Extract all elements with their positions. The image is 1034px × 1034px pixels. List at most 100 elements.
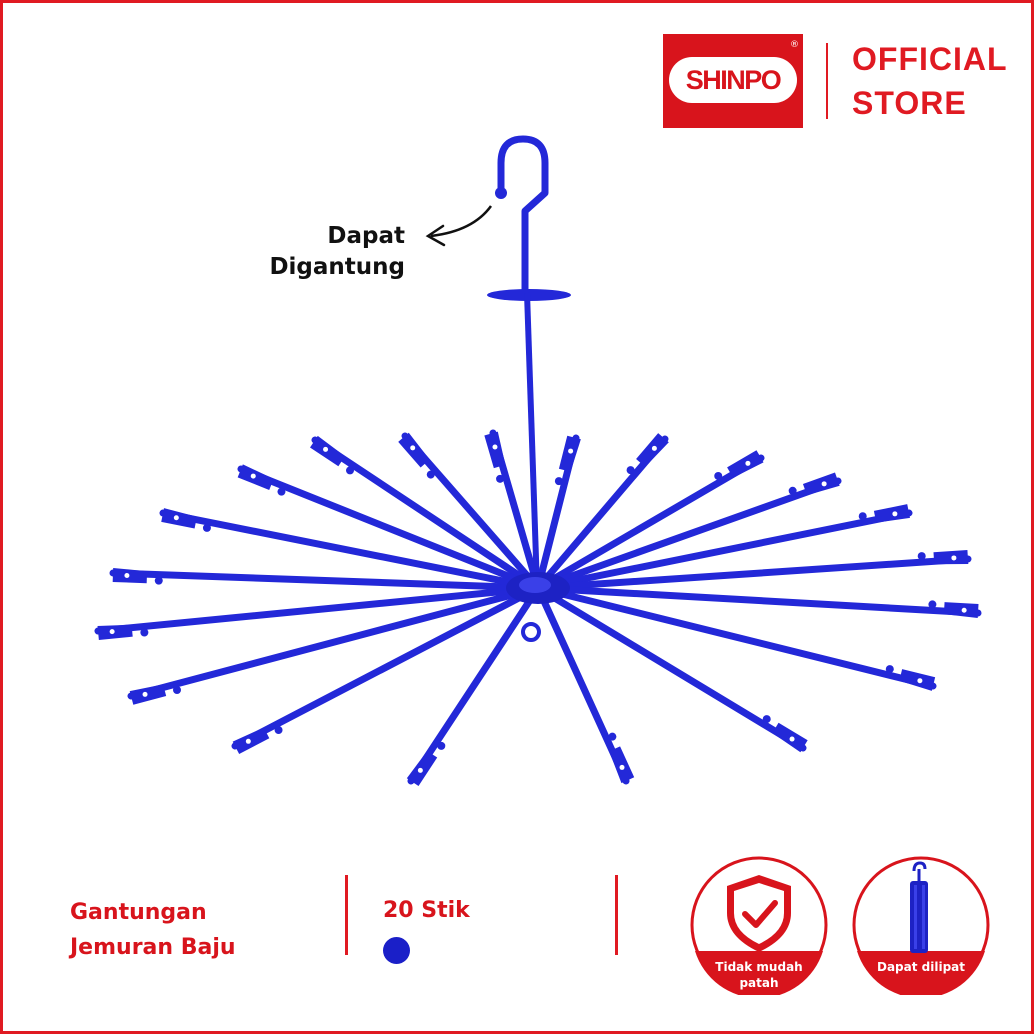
peg-hole (245, 738, 251, 744)
peg-clip (873, 504, 910, 523)
peg-hole (745, 460, 751, 466)
hanger-arm (534, 584, 630, 785)
peg-hole (410, 445, 416, 451)
callout-arrow-head (425, 224, 446, 247)
peg-knob (140, 628, 149, 637)
peg-hole (109, 629, 115, 635)
peg-hole (323, 446, 329, 452)
peg-knob (554, 477, 563, 486)
hanger-arm (534, 555, 972, 592)
hanger-arm (159, 509, 542, 592)
hanger-arm (127, 584, 542, 700)
arms-group (94, 429, 982, 786)
peg-knob (346, 466, 355, 475)
peg-knob (885, 665, 894, 674)
bottom-divider-1 (345, 875, 348, 955)
peg-knob (762, 715, 771, 724)
peg-knob (173, 686, 182, 695)
store-label: STORE (852, 85, 967, 121)
peg-clip (97, 624, 133, 640)
peg-clip (398, 432, 430, 468)
folded-hanger-icon (910, 861, 928, 953)
callout-line-2: Digantung (269, 254, 405, 280)
official-label: OFFICIAL (852, 41, 1008, 77)
hub-ring (521, 622, 541, 642)
peg-knob (274, 726, 283, 735)
badge-circle (852, 856, 990, 999)
peg-clip (558, 435, 581, 472)
shield-check-icon (727, 875, 791, 952)
peg-knob (858, 512, 867, 521)
hanger-arm (237, 465, 542, 592)
hanger-illustration (94, 135, 982, 786)
badge-circle (690, 856, 828, 999)
peg-hole (821, 481, 827, 487)
registered-mark: ® (790, 40, 799, 50)
shinpo-logo: SHINPO ® (663, 34, 803, 128)
peg-knob (426, 470, 435, 479)
feature-label-1: Dapat dilipat (876, 960, 965, 974)
hanger-arm (534, 584, 937, 690)
peg-clip (237, 464, 274, 490)
hanger-arm (407, 584, 542, 785)
peg-knob (788, 486, 797, 495)
peg-hole (250, 473, 256, 479)
hub-cap (519, 577, 551, 593)
peg-hole (789, 736, 795, 742)
feature-label-2: patah (739, 976, 779, 990)
peg-clip (609, 746, 635, 784)
callout-arrow-curve (430, 205, 493, 238)
feature-badge-foldable: Dapat dilipat (851, 855, 991, 999)
product-name-line-1: Gantungan (70, 900, 207, 925)
peg-hole (568, 448, 574, 454)
peg-clip (899, 669, 936, 691)
hanger-arm (231, 584, 542, 750)
hanger-arm (534, 477, 842, 592)
hanger-arm (534, 584, 807, 752)
peg-hole (917, 678, 923, 684)
product-name-line-2: Jemuran Baju (70, 935, 236, 960)
peg-hole (492, 444, 498, 450)
peg-clip (310, 435, 345, 467)
hanger-arm (534, 584, 982, 617)
center-pole (524, 292, 540, 589)
hanger-arm (534, 454, 765, 592)
peg-clip (406, 750, 438, 786)
peg-knob (608, 732, 617, 741)
peg-clip (802, 472, 840, 496)
peg-hole (124, 572, 130, 578)
peg-knob (928, 600, 937, 609)
peg-hole (961, 607, 967, 613)
peg-hole (173, 515, 179, 521)
peg-clip (161, 508, 197, 529)
hook (497, 135, 549, 293)
peg-knob (917, 552, 926, 561)
callout-line-1: Dapat (327, 223, 405, 249)
peg-hole (417, 767, 423, 773)
peg-hole (892, 511, 898, 517)
peg-clip (112, 568, 148, 584)
hanger-arm (94, 584, 542, 635)
peg-knob (277, 487, 286, 496)
peg-hole (619, 764, 625, 770)
hanger-arm (534, 509, 913, 592)
hanger-arm (109, 569, 542, 592)
peg-clip (232, 727, 270, 754)
peg-clip (727, 450, 764, 478)
peg-clip (129, 684, 167, 705)
hook-tip (495, 187, 507, 199)
peg-clip (933, 550, 969, 565)
peg-clip (943, 602, 979, 618)
peg-clip (636, 433, 669, 467)
peg-knob (496, 474, 505, 483)
peg-hole (651, 445, 657, 451)
hanger-arm (311, 436, 542, 592)
peg-knob (154, 576, 163, 585)
bottom-divider-2 (615, 875, 618, 955)
peg-knob (626, 466, 635, 475)
feature-label-1: Tidak mudah (715, 960, 803, 974)
logo-text: SHINPO (685, 65, 782, 95)
header-divider (826, 43, 828, 119)
peg-knob (437, 741, 446, 750)
